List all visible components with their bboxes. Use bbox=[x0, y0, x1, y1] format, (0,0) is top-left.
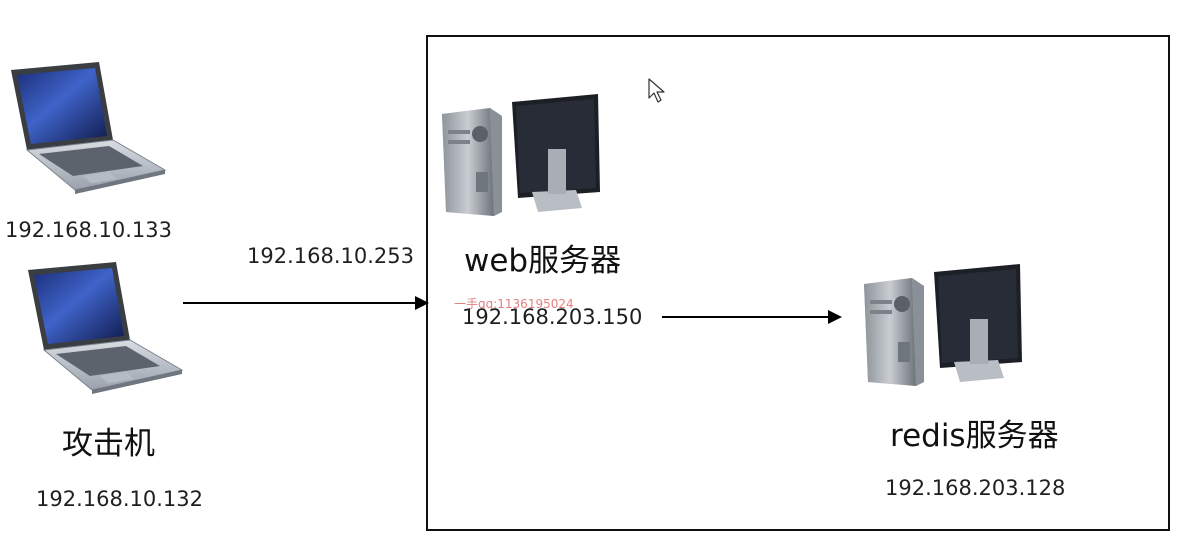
desktop-computer-icon bbox=[864, 264, 1022, 386]
web-server-ip: 192.168.203.150 bbox=[462, 305, 643, 329]
watermark-text: 一手qq:1136195024 bbox=[454, 297, 574, 311]
laptop-icon bbox=[28, 262, 184, 394]
redis-server-label: redis服务器 bbox=[890, 418, 1059, 454]
mouse-cursor-icon bbox=[648, 78, 665, 103]
web-server-label: web服务器 bbox=[464, 243, 622, 279]
gateway-ip: 192.168.10.253 bbox=[247, 244, 414, 268]
laptop-icon bbox=[11, 62, 167, 194]
attacker-ip: 192.168.10.132 bbox=[36, 487, 203, 511]
internal-network-boundary bbox=[426, 35, 1170, 531]
desktop-computer-icon bbox=[442, 94, 600, 216]
arrow-web-to-redis bbox=[662, 310, 842, 324]
attacker-label: 攻击机 bbox=[62, 426, 155, 462]
arrow-attacker-to-web bbox=[183, 296, 429, 310]
redis-server-ip: 192.168.203.128 bbox=[885, 476, 1066, 500]
laptop1-ip: 192.168.10.133 bbox=[5, 218, 172, 242]
